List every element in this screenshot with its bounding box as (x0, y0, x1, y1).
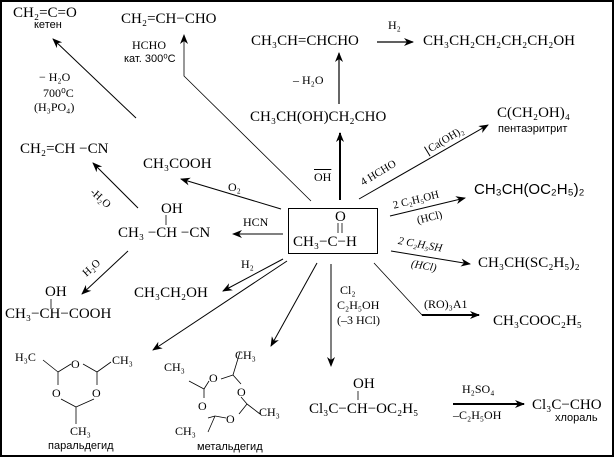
paraldehyde-name: паральдегид (48, 440, 114, 452)
crotonaldehyde-formula: CH₃CH=CHCHO (251, 33, 359, 49)
chlorination-cond-3: (–3 HCl) (337, 313, 380, 327)
oxidation-label: O₂ (228, 180, 241, 194)
ketene-cond-1: − H₂O (39, 70, 71, 84)
lactic-oh: OH (45, 284, 67, 300)
arrow-to-lactic-acid (81, 250, 129, 295)
ketene-cond-3: (H₃PO₄) (34, 100, 75, 114)
chlorination-cond-1: Cl₂ (340, 283, 356, 297)
chloral-name: хлораль (555, 412, 598, 424)
tishchenko-catalyst: (RO)₃A1 (424, 297, 468, 311)
pentanol-formula: CH₃CH₂CH₂CH₂CH₂OH (423, 33, 575, 49)
acrolein-formula: CH₂=CH−CHO (121, 11, 217, 27)
acrolein-cond-1: HCHO (132, 38, 167, 52)
chlorination-cond-2: C₂H₅OH (337, 298, 380, 312)
chloral-formula: Cl₃C−CHO (532, 397, 602, 413)
paraldehyde-o-left: O (52, 386, 61, 400)
metaldehyde-methyl-1: CH₃ (235, 348, 256, 362)
ketene-cond-2: 700⁰C (43, 86, 74, 100)
paraldehyde-methyl-c: CH₃ (70, 424, 91, 438)
arrow-to-metaldehyde (270, 262, 318, 347)
arrow-to-acrylonitrile (92, 162, 139, 209)
arrow-to-ethanol (222, 258, 284, 292)
acetaldehyde-formula: CH₃−C−H (293, 234, 357, 250)
arrow-to-acetal (389, 196, 466, 217)
pentaerythritol-formula: C(CH₂OH)₄ (497, 105, 570, 121)
base-label: OH (314, 170, 332, 184)
pentaerythritol-name: пентаэритрит (498, 123, 568, 135)
arrow-to-ketene (52, 38, 137, 119)
paraldehyde-methyl-b: CH₃ (112, 353, 133, 367)
metaldehyde-ring (188, 351, 261, 433)
metaldehyde-o-2: O (237, 385, 246, 399)
paraldehyde-ring (42, 359, 112, 424)
hemiacetal-oh: OH (353, 376, 375, 392)
paraldehyde-methyl-a: H₃C (15, 350, 36, 364)
metaldehyde-o-1: O (209, 371, 218, 385)
ethanol-formula: CH₃CH₂OH (134, 285, 208, 301)
metaldehyde-methyl-2: CH₃ (164, 360, 185, 374)
dehydration-label: – H₂O (293, 73, 324, 87)
hemiacetal-formula: Cl₃C−CH−OC₂H₅ (309, 401, 419, 417)
metaldehyde-methyl-3: CH₃ (259, 405, 280, 419)
aldol-formula: CH₃CH(OH)CH₂CHO (250, 109, 387, 125)
ketene-name: кетен (34, 19, 62, 31)
thioacetal-formula: CH₃CH(SC₂H₅)₂ (478, 255, 580, 271)
lactic-acid-formula: CH₃−CH−COOH (5, 306, 112, 322)
metaldehyde-name: метальдегид (197, 441, 263, 453)
cyanohydrin-formula: CH₃ −CH −CN (118, 225, 211, 241)
acetal-formula: CH₃CH(OC₂H₅)₂ (474, 181, 585, 198)
arrow-to-pentaerythritol (358, 124, 489, 200)
acetaldehyde-box (288, 208, 378, 254)
acetaldehyde-oxygen: O (335, 209, 346, 225)
paraldehyde-o-top: O (71, 357, 80, 371)
cyanohydrin-oh: OH (161, 201, 183, 217)
acetic-acid-formula: CH₃COOH (143, 156, 212, 172)
arrow-to-acrolein (180, 34, 312, 202)
arrow-to-thioacetal (390, 250, 471, 267)
acrylonitrile-formula: CH₂=CH −CN (20, 141, 109, 157)
ketene-formula: CH₂=C=O (13, 5, 77, 21)
chloral-reagent: H₂SO₄ (462, 382, 495, 396)
acrolein-cond-2: кат. 300⁰C (124, 53, 176, 65)
arrow-to-paraldehyde (152, 260, 288, 351)
metaldehyde-o-3: O (198, 399, 207, 413)
ethyl-acetate-formula: CH₃COOC₂H₅ (493, 313, 583, 329)
ethanol-reagent: H₂ (241, 257, 254, 271)
metaldehyde-methyl-4: CH₃ (175, 424, 196, 438)
metaldehyde-o-4: O (226, 412, 235, 426)
chloral-byproduct: –C₂H₅OH (453, 408, 502, 422)
paraldehyde-o-right: O (92, 386, 101, 400)
cyanohydrin-reagent: HCN (243, 215, 269, 229)
arrow-to-acetic-acid (180, 177, 282, 210)
hydrogenation-top-label: H₂ (388, 18, 401, 32)
